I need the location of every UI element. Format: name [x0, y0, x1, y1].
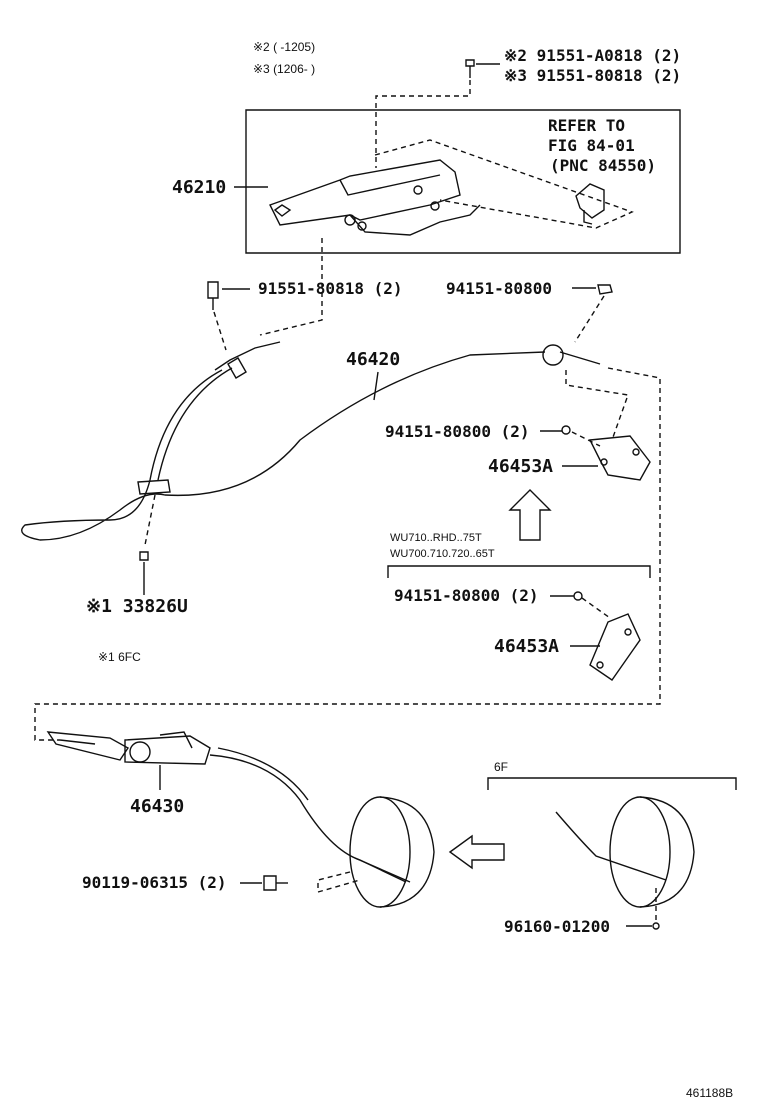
part-label-nut-bracket: 94151-80800 (2) — [385, 422, 530, 441]
bracket-lower — [590, 614, 640, 680]
group-bracket-6f — [488, 778, 736, 790]
clip-icon — [653, 923, 659, 929]
part-label-bolt-a: ※2 91551-A0818 (2) — [504, 46, 682, 65]
part-label-grommet: ※1 33826U — [86, 596, 188, 617]
leader-dashed — [582, 598, 610, 618]
leader-dashed — [260, 238, 322, 335]
front-cable — [22, 342, 600, 540]
variant-line-2: WU700.710.720..65T — [390, 548, 495, 560]
part-label-lever: 46210 — [172, 177, 227, 198]
nut-icon — [574, 592, 582, 600]
grommet-icon — [140, 552, 148, 560]
bracket-upper — [590, 436, 650, 480]
leader-dashed — [566, 370, 628, 440]
leader-dashed — [376, 80, 470, 168]
switch-part — [576, 184, 604, 224]
leader-dashed — [575, 296, 604, 342]
bolt-icon — [264, 876, 288, 890]
up-arrow-icon — [510, 490, 550, 540]
variant-line-1: WU710..RHD..75T — [390, 532, 482, 544]
leader-dashed — [214, 312, 226, 350]
part-label-bracket-a-2: 46453A — [494, 636, 560, 657]
note-range-2: ※2 ( -1205) — [253, 40, 316, 54]
part-label-bracket-a: 46453A — [488, 456, 554, 477]
leader-line — [374, 372, 378, 400]
part-label-front-cable: 46420 — [346, 349, 401, 370]
parking-brake-lever — [270, 160, 480, 235]
note-range-3: ※3 (1206- ) — [253, 62, 316, 76]
part-label-nut-bracket-2: 94151-80800 (2) — [394, 586, 539, 605]
part-label-nut-top: 94151-80800 — [446, 279, 552, 298]
part-label-bolt-left: 91551-80818 (2) — [258, 279, 403, 298]
note-6fc: ※1 6FC — [98, 650, 141, 664]
leader-dashed — [145, 495, 155, 545]
lever-assembly-frame — [246, 110, 680, 253]
left-arrow-icon — [450, 836, 504, 868]
group-6f-label: 6F — [494, 760, 509, 774]
part-label-bolt-rear: 90119-06315 (2) — [82, 873, 227, 892]
bolt-icon — [208, 282, 218, 310]
figure-id: 461188B — [686, 1086, 734, 1100]
refer-line-2: FIG 84-01 — [548, 136, 635, 155]
part-label-bolt-b: ※3 91551-80818 (2) — [504, 66, 682, 85]
nut-icon — [598, 285, 612, 294]
leader-dashed — [318, 872, 360, 892]
variant-bracket — [388, 566, 650, 578]
part-label-clip: 96160-01200 — [504, 917, 610, 936]
brake-drum-left — [350, 797, 434, 907]
brake-drum-right — [556, 797, 694, 907]
rear-cable — [48, 732, 406, 882]
part-label-rear-cable: 46430 — [130, 796, 185, 817]
refer-dashed-outline — [375, 140, 632, 228]
leader-dashed — [35, 368, 660, 740]
refer-line-3: (PNC 84550) — [550, 156, 656, 175]
nut-icon — [562, 426, 570, 434]
bolt-icon — [466, 60, 474, 78]
refer-line-1: REFER TO — [548, 116, 626, 135]
